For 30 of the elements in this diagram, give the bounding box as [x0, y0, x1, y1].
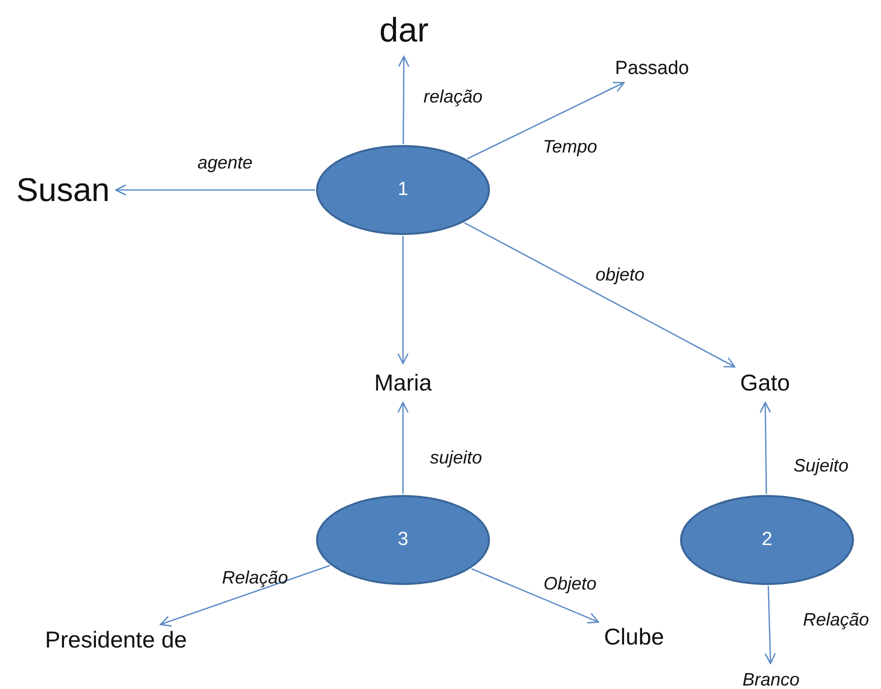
node-text: Maria	[374, 370, 432, 396]
edge-label: Relação	[222, 568, 288, 588]
edge-label: sujeito	[430, 448, 482, 468]
edge-label: objeto	[595, 264, 645, 286]
node-text: Clube	[604, 624, 664, 650]
node-text: Susan	[16, 171, 110, 209]
node-text: Passado	[615, 58, 689, 80]
edge-label: Relação	[802, 610, 870, 630]
node-text: Gato	[740, 370, 790, 396]
node-text: Branco	[742, 670, 800, 689]
arrow	[760, 402, 772, 494]
arrow	[471, 568, 600, 624]
edge-label: agente	[197, 152, 253, 174]
arrow	[115, 184, 315, 196]
ellipse-node: 3	[316, 495, 490, 585]
arrow	[160, 564, 330, 627]
arrow	[764, 586, 776, 664]
arrow	[464, 222, 736, 368]
ellipse-node: 2	[680, 495, 854, 585]
arrow	[397, 236, 409, 364]
arrow	[467, 82, 625, 160]
edge-label: Objeto	[543, 574, 597, 594]
node-text: dar	[379, 12, 429, 50]
arrow	[398, 56, 410, 144]
edge-label: Sujeito	[793, 456, 849, 476]
arrow	[397, 402, 409, 494]
node-text: Presidente de	[45, 626, 187, 654]
edge-label: relação	[423, 86, 483, 108]
ellipse-node: 1	[316, 145, 490, 235]
edge-label: Tempo	[542, 136, 598, 158]
